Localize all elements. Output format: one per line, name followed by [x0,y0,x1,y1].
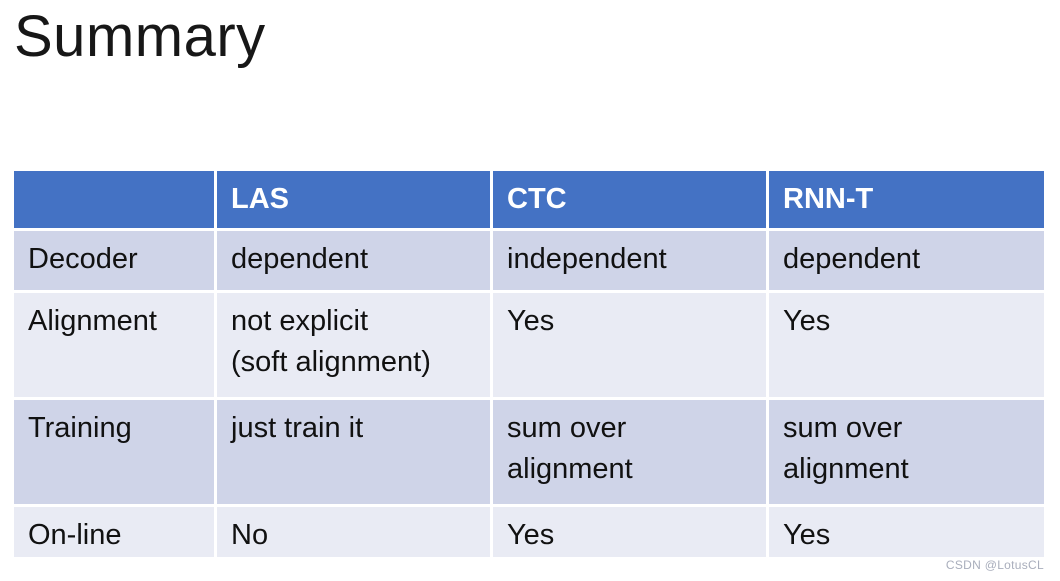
header-cell-las: LAS [217,171,490,228]
cell-decoder-rnn-t: dependent [769,231,1044,290]
summary-table: LAS CTC RNN-T Decoder dependent independ… [14,171,1044,557]
cell-on-line-rnn-t: Yes [769,507,1044,557]
row-label-training: Training [14,400,214,504]
header-cell-empty [14,171,214,228]
header-cell-rnn-t: RNN-T [769,171,1044,228]
cell-training-las: just train it [217,400,490,504]
cell-decoder-las: dependent [217,231,490,290]
cell-alignment-ctc: Yes [493,293,766,397]
row-label-decoder: Decoder [14,231,214,290]
header-cell-ctc: CTC [493,171,766,228]
cell-training-rnn-t: sum over alignment [769,400,1044,504]
cell-alignment-rnn-t: Yes [769,293,1044,397]
watermark: CSDN @LotusCL [945,558,1044,572]
cell-decoder-ctc: independent [493,231,766,290]
cell-alignment-las: not explicit (soft alignment) [217,293,490,397]
cell-on-line-ctc: Yes [493,507,766,557]
row-label-on-line: On-line [14,507,214,557]
cell-training-ctc: sum over alignment [493,400,766,504]
page-title: Summary [14,4,266,69]
row-label-alignment: Alignment [14,293,214,397]
cell-on-line-las: No [217,507,490,557]
